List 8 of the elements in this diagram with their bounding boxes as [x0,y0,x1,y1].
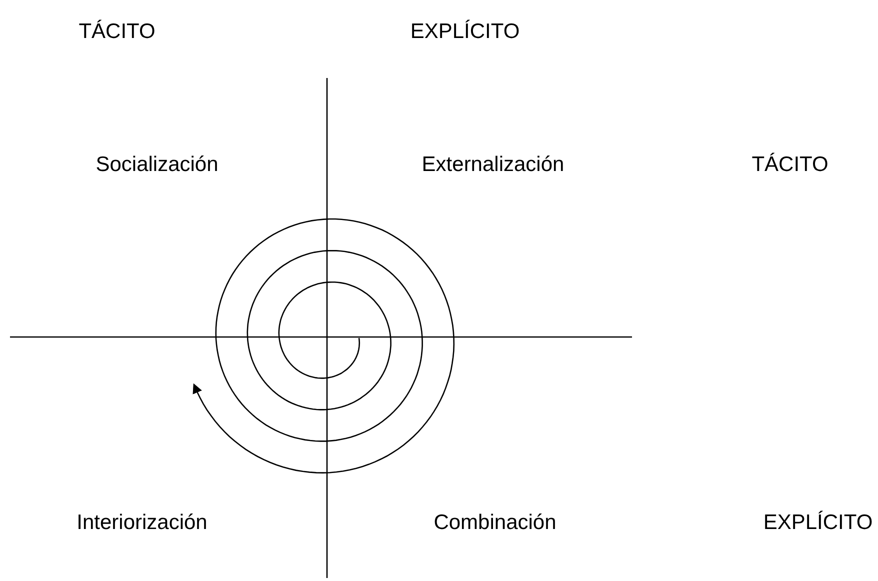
axis-label: EXPLÍCITO [410,20,520,44]
axis-label: EXPLÍCITO [763,511,873,535]
quadrant-label: Combinación [434,511,556,535]
axis-label: TÁCITO [78,20,156,44]
quadrant-label: Interiorización [76,511,208,535]
quadrant-label: Socialización [96,153,218,177]
axis-label: TÁCITO [752,153,828,177]
quadrant-label: Externalización [422,153,564,177]
